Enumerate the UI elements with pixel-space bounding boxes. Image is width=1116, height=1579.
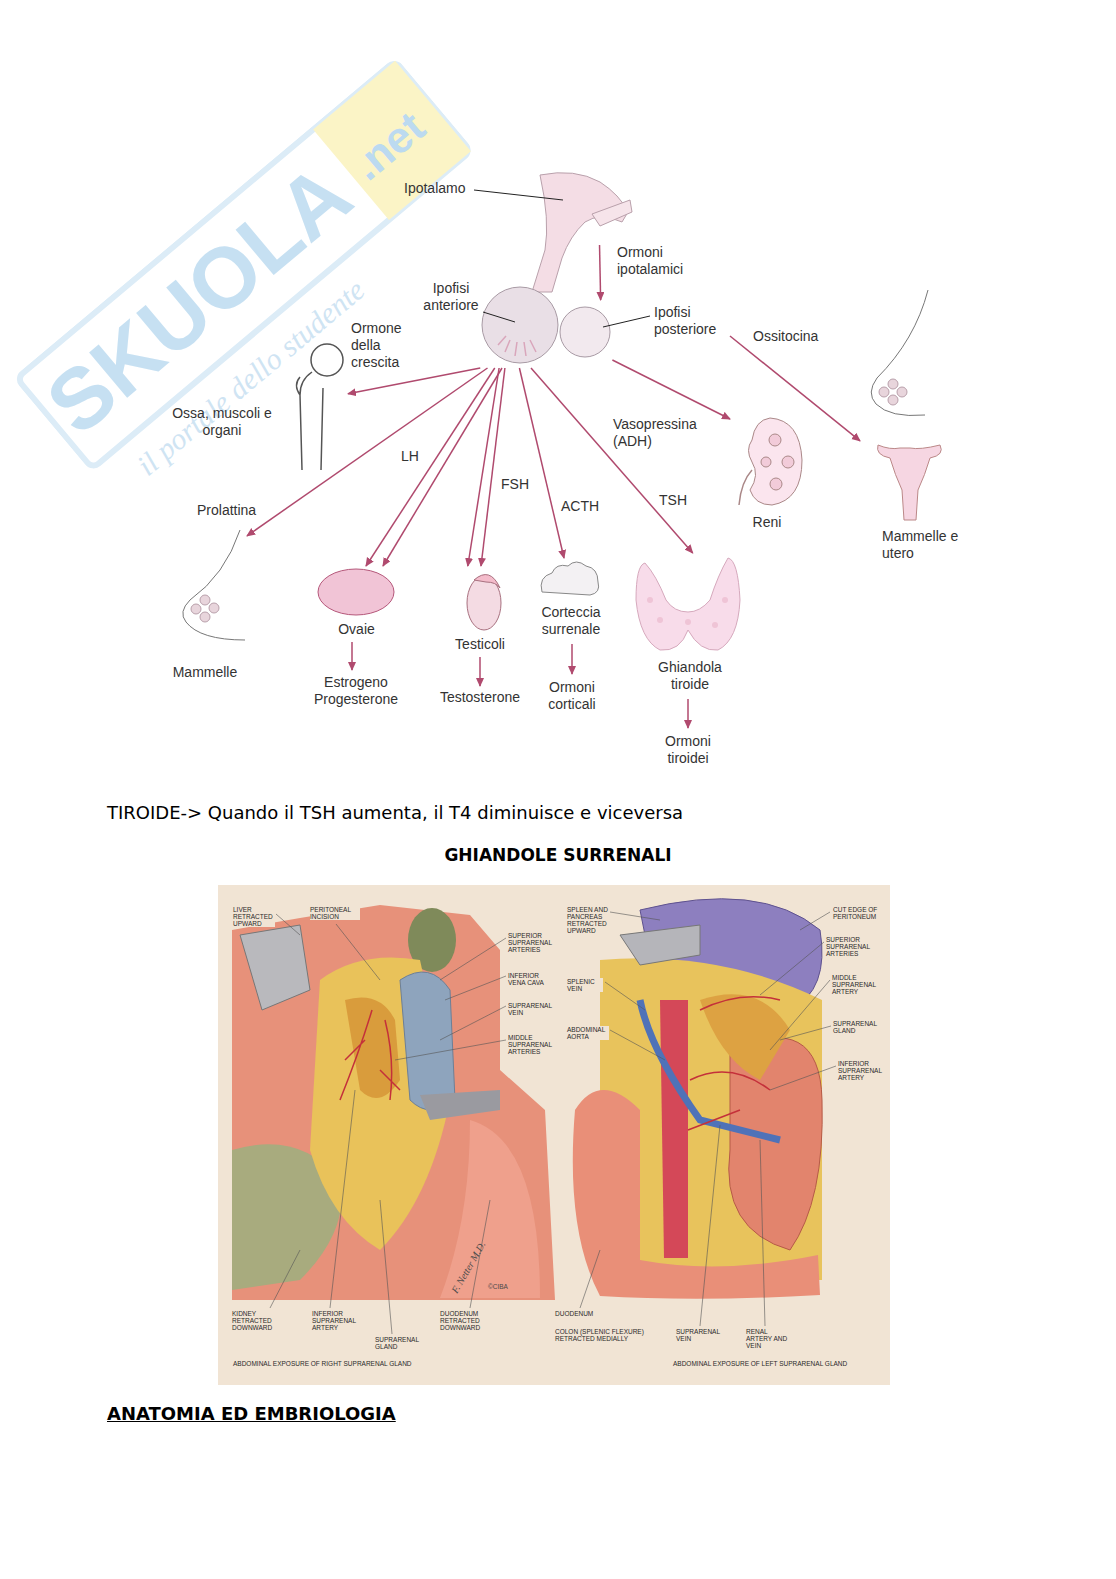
organ-label: Ipotalamo [404, 180, 504, 197]
hormone-arrow [348, 368, 480, 394]
anatomy-label: INFERIOR VENA CAVA [508, 972, 556, 986]
anatomy-label: SUPRARENAL VEIN [508, 1002, 556, 1016]
hormone-label: Prolattina [196, 502, 270, 519]
organ-node: Testicoli [448, 566, 514, 655]
hormone-arrow [600, 245, 601, 300]
organ-label: Ossa, muscoli e organi [170, 405, 274, 439]
organ-label: Ipofisi posteriore [654, 304, 728, 338]
organ-label: Ipofisi anteriore [415, 280, 487, 314]
hormone-label: Ossitocina [752, 328, 828, 345]
anatomy-label: SUPERIOR SUPRARENAL ARTERIES [826, 936, 878, 957]
kidney-drawing [739, 418, 802, 505]
organ-label: Corteccia surrenale [532, 604, 610, 638]
organ-node: Mammelle [165, 528, 247, 685]
organ-node: Ossa, muscoli e organi [168, 343, 348, 470]
anatomy-label: SPLEEN AND PANCREAS RETRACTED UPWARD [567, 906, 609, 935]
figure-caption: ABDOMINAL EXPOSURE OF LEFT SUPRARENAL GL… [673, 1360, 888, 1367]
anatomy-label: SUPRARENAL VEIN [676, 1328, 722, 1342]
anatomy-label: SPLENIC VEIN [567, 978, 603, 992]
hormone-arrow [519, 368, 564, 558]
anatomy-label: MIDDLE SUPRARENAL ARTERIES [508, 1034, 560, 1055]
hormone-product: Testosterone [430, 689, 530, 706]
ovary-drawing [318, 569, 394, 615]
hormone-label: Ormone della crescita [350, 320, 410, 371]
hormone-label: LH [400, 448, 426, 465]
thyroid-drawing [636, 558, 740, 650]
hormone-label: FSH [500, 476, 536, 493]
breast-drawing [183, 530, 245, 640]
hormone-label: ACTH [560, 498, 604, 515]
hormone-arrow [366, 368, 495, 566]
anatomy-label: CUT EDGE OF PERITONEUM [833, 906, 885, 920]
anatomy-label: RENAL ARTERY AND VEIN [746, 1328, 790, 1349]
anatomy-label: INFERIOR SUPRARENAL ARTERY [312, 1310, 358, 1331]
testis-drawing [467, 575, 501, 630]
breast-uterus-drawing [871, 290, 941, 520]
organ-label: Reni [730, 514, 804, 531]
organ-node: Ipofisi posteriore [562, 300, 730, 360]
hormone-product: Estrogeno Progesterone [300, 674, 412, 708]
adrenal-illustration [218, 885, 890, 1385]
organ-node: Ghiandola tiroide [630, 553, 744, 697]
anatomy-label: SUPERIOR SUPRARENAL ARTERIES [508, 932, 560, 953]
hormone-arrow [531, 368, 693, 553]
figure-caption: ABDOMINAL EXPOSURE OF RIGHT SUPRARENAL G… [233, 1360, 473, 1367]
organ-node: Reni [730, 413, 806, 533]
organ-label: Ghiandola tiroide [645, 659, 735, 693]
section-heading: ANATOMIA ED EMBRIOLOGIA [107, 1403, 507, 1425]
organ-node: Ipofisi anteriore [415, 278, 560, 368]
anatomy-label: SUPRARENAL GLAND [833, 1020, 873, 1034]
anatomy-label: KIDNEY RETRACTED DOWNWARD [232, 1310, 278, 1331]
hormone-arrow [383, 368, 502, 566]
anatomy-label: INFERIOR SUPRARENAL ARTERY [838, 1060, 882, 1081]
organ-node: Mammelle e utero [860, 288, 964, 566]
adrenal-drawing [541, 562, 599, 595]
organ-node: Ovaie [315, 566, 400, 640]
section-heading: GHIANDOLE SURRENALI [0, 845, 1116, 865]
anatomy-label: LIVER RETRACTED UPWARD [233, 906, 275, 927]
product-arrows [352, 642, 688, 728]
anatomy-label: DUODENUM RETRACTED DOWNWARD [440, 1310, 496, 1331]
anatomy-label: SUPRARENAL GLAND [375, 1336, 417, 1350]
body-text: TIROIDE-> Quando il TSH aumenta, il T4 d… [107, 802, 827, 824]
organ-label: Ovaie [315, 621, 398, 638]
hormone-label: TSH [658, 492, 696, 509]
anatomy-label: MIDDLE SUPRARENAL ARTERY [832, 974, 876, 995]
hormone-label: Vasopressina (ADH) [612, 416, 706, 450]
bone-drawing [297, 344, 344, 470]
hormone-label: Ormoni ipotalamici [616, 244, 700, 278]
organ-label: Testicoli [448, 636, 512, 653]
hormone-product: Ormoni corticali [538, 679, 606, 713]
organ-node: Ipotalamo [400, 172, 632, 245]
hormone-arrow [612, 360, 730, 419]
hormone-arrow [730, 336, 860, 441]
organ-node: Corteccia surrenale [532, 558, 612, 642]
organ-label: Mammelle e utero [882, 528, 962, 562]
anatomy-label: PERITONEAL INCISION [310, 906, 360, 920]
organ-label: Mammelle [165, 664, 245, 681]
copyright-mark: ©CIBA [488, 1284, 528, 1291]
anatomy-label: ABDOMINAL AORTA [567, 1026, 609, 1040]
hormone-product: Ormoni tiroidei [652, 733, 724, 767]
anatomy-label: DUODENUM [555, 1310, 605, 1317]
anatomy-label: COLON (SPLENIC FLEXURE) RETRACTED MEDIAL… [555, 1328, 659, 1342]
